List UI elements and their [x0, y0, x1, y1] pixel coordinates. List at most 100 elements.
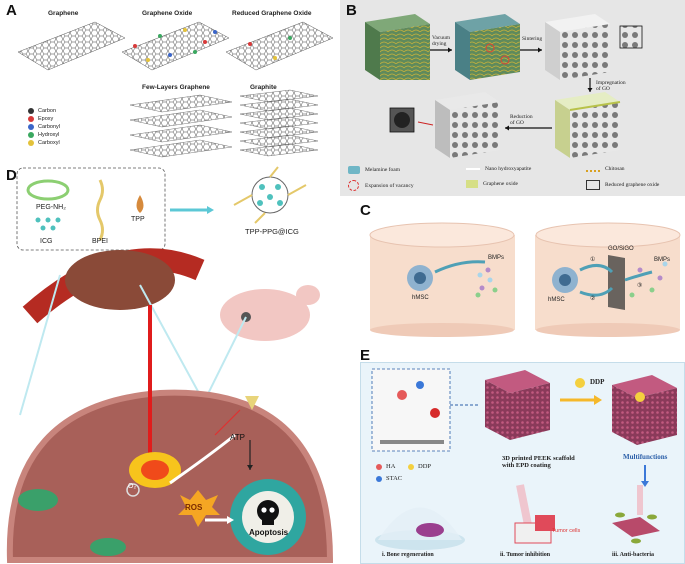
legend-carbonyl: Carbonyl — [28, 124, 60, 130]
ros-burst-icon — [178, 490, 220, 527]
title-graphene: Graphene — [48, 10, 79, 17]
step-reduction: Reduction of GO — [510, 114, 533, 126]
panel-c: C hMSC BMPs hMSC GO/SiGO BMPs ① ② ③ — [340, 200, 685, 338]
icg-dots-icon — [35, 217, 61, 231]
cube-sintered — [545, 14, 643, 80]
panel-d: D — [0, 165, 335, 564]
caption-iii: iii. Anti-bacteria — [612, 552, 654, 558]
epoxy-dot-icon — [28, 116, 34, 122]
oxide-groups — [133, 28, 217, 62]
tpp-ppg-icg-particle — [233, 166, 307, 224]
tpp-drop-icon — [136, 195, 144, 213]
label-step1: ① — [590, 257, 596, 263]
label-ros: ROS — [185, 503, 203, 512]
reduced-go-sheet — [225, 21, 334, 71]
graphene-oxide-icon — [466, 180, 478, 188]
cube-go-impregnated — [555, 92, 621, 158]
mouse-body — [220, 289, 310, 341]
label-atp: ATP — [230, 433, 245, 442]
nano-ha-icon — [466, 168, 480, 170]
label-peg: PEG-NH₂ — [36, 204, 66, 211]
tumor-inhibition-scaffold — [514, 484, 555, 544]
panel-c-label: C — [360, 202, 371, 219]
skull-icon — [257, 500, 279, 525]
panel-e: E — [340, 345, 685, 564]
title-graphene-oxide: Graphene Oxide — [142, 10, 193, 17]
melamine-foam-icon — [348, 166, 360, 174]
graphene-sheet — [17, 21, 126, 71]
label-multifunctions: Multifunctions — [623, 453, 668, 461]
panel-b: B — [340, 0, 685, 196]
ddp-ball-icon — [575, 378, 585, 388]
carbon-dot-icon — [28, 108, 34, 114]
label-icg: ICG — [40, 238, 53, 245]
label-ddp-arrow: DDP — [590, 378, 605, 386]
title-graphite: Graphite — [250, 84, 277, 91]
scaffold-cube-2 — [612, 375, 677, 445]
cube-rgo — [389, 92, 500, 158]
label-go-sigo: GO/SiGO — [608, 246, 634, 252]
panel-d-label: D — [6, 167, 17, 184]
panel-e-label: E — [360, 347, 371, 364]
label-apoptosis: Apoptosis — [249, 528, 289, 537]
label-bmp-right: BMPs — [654, 257, 671, 263]
ha-dot-icon — [376, 463, 382, 470]
cell-culture-drawing — [369, 222, 681, 337]
scaffold-cube-1 — [485, 370, 550, 440]
reduced-graphene-oxide-icon — [586, 180, 600, 190]
label-hmsc-right: hMSC — [548, 297, 565, 303]
legend-rgo: Reduced graphene oxide — [586, 180, 659, 190]
nanoparticle-therapy-drawing — [6, 166, 334, 563]
panel-a-label: A — [6, 2, 17, 19]
label-o2: O₂ — [128, 483, 137, 490]
hydroxyl-dot-icon — [28, 132, 34, 138]
reduced-groups — [248, 36, 292, 60]
step-vacuum: Vacuum drying — [432, 35, 451, 47]
legend-chitosan: Chitosan — [586, 166, 625, 172]
legend-hydroxyl: Hydroxyl — [28, 132, 60, 138]
lattice-drawings — [17, 21, 334, 158]
label-bpei: BPEI — [92, 238, 108, 245]
anti-bacteria-scaffold — [612, 485, 660, 544]
title-reduced-go: Reduced Graphene Oxide — [232, 10, 312, 17]
legend-go: Graphene oxide — [466, 180, 518, 188]
title-few-layers: Few-Layers Graphene — [142, 84, 210, 91]
peg-coil-icon — [26, 179, 70, 201]
legend-ha: HA — [376, 463, 395, 470]
panel-b-legend: Melamine foam Nano hydroxyapatite Chitos… — [348, 164, 680, 194]
step-impregnation: Impregnation of GO — [596, 80, 626, 92]
label-product: TPP-PPG@ICG — [245, 227, 299, 236]
legend-epoxy: Epoxy — [28, 116, 60, 122]
panel-b-label: B — [346, 2, 357, 19]
legend-carboxyl: Carboxyl — [28, 140, 60, 146]
go-sheet — [608, 255, 625, 310]
graphene-oxide-sheet — [121, 21, 230, 71]
tumor-tissue — [65, 250, 175, 310]
ion-channel-icon — [245, 396, 259, 410]
step-sintering: Sintering — [522, 36, 543, 42]
bpei-chain-icon — [96, 179, 104, 241]
caption-i: i. Bone regeneration — [382, 552, 434, 558]
label-tumor-cells: Tumor cells — [552, 528, 581, 534]
legend-ddp: DDP — [408, 463, 431, 470]
expansion-vacancy-icon — [348, 180, 359, 191]
oxygen-icon — [126, 483, 140, 497]
caption-ii: ii. Tumor inhibition — [500, 552, 551, 558]
carboxyl-dot-icon — [28, 140, 34, 146]
chitosan-icon — [586, 166, 600, 172]
atom-legend: Carbon Epoxy Carbonyl Hydroxyl Carboxyl — [28, 108, 60, 146]
label-step2: ② — [590, 296, 596, 302]
legend-melamine: Melamine foam — [348, 166, 400, 174]
legend-stac: STAC — [376, 475, 402, 482]
graphite-stack — [239, 89, 319, 157]
stac-dot-icon — [376, 475, 382, 482]
label-bmp-left: BMPs — [488, 255, 505, 261]
panel-a: A Graphene Graphene Oxide Reduced Graphe… — [0, 0, 335, 165]
ddp-dot-icon — [408, 463, 414, 470]
carbonyl-dot-icon — [28, 124, 34, 130]
cube-dried — [455, 14, 520, 80]
cube-melamine — [365, 14, 430, 80]
scaffold-process-drawing — [365, 14, 643, 158]
legend-nano-ha: Nano hydroxyapatite — [466, 166, 531, 172]
legend-carbon: Carbon — [28, 108, 60, 114]
